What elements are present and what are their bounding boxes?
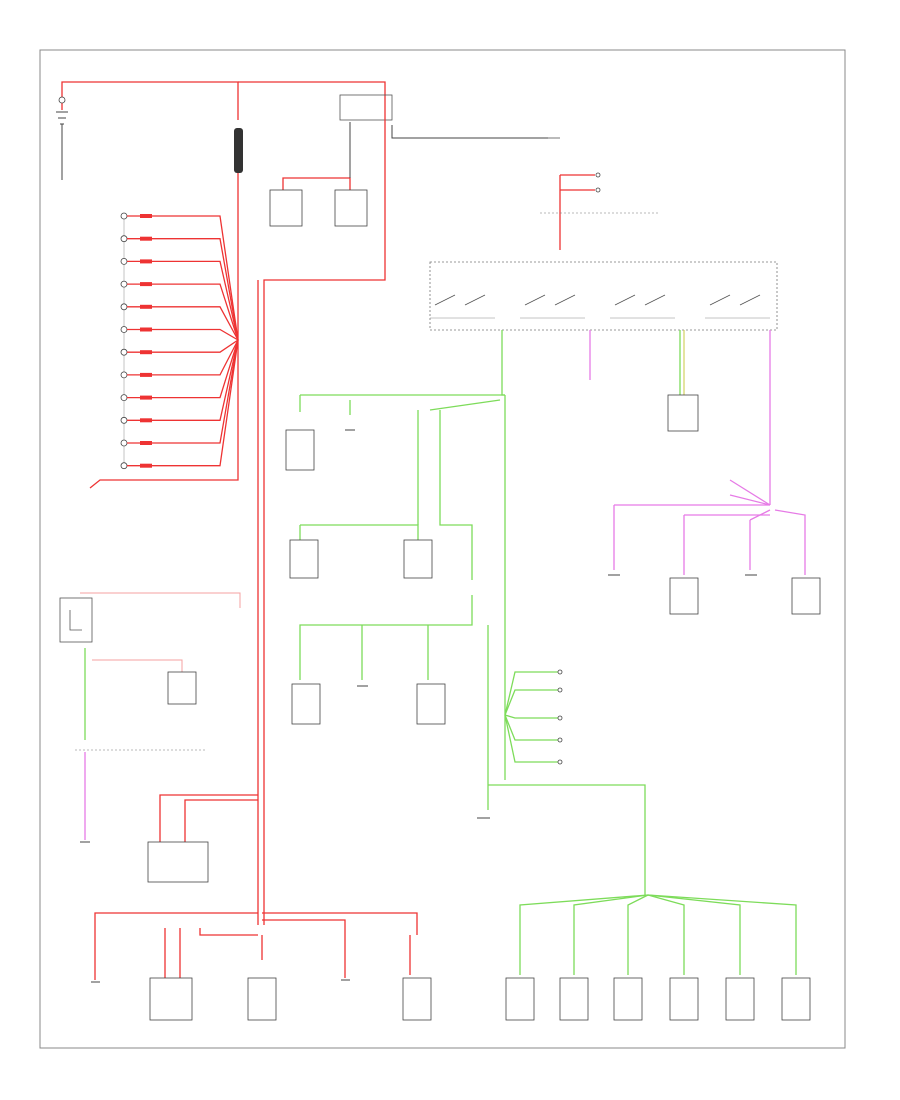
fuse-icon	[120, 303, 128, 311]
powertrain-module-b	[247, 977, 277, 1021]
wire-tag	[140, 304, 152, 309]
right-module-1	[669, 577, 699, 615]
fuse-wire	[127, 283, 239, 341]
ground-component	[725, 977, 755, 1021]
fuse-icon	[120, 212, 128, 220]
wire-tag	[140, 214, 152, 218]
fuse-wire	[127, 306, 239, 341]
right-module-2	[791, 577, 821, 615]
wire-tag	[140, 441, 152, 445]
ground-branch-wire	[519, 894, 649, 975]
ground-module-1	[285, 429, 315, 471]
ground-branch-wire	[647, 894, 741, 975]
right-module-top	[667, 394, 699, 432]
fuse-icon	[120, 371, 128, 379]
ground-branch-wire	[573, 894, 649, 975]
ground-module-4	[291, 683, 321, 725]
ignition-circuit	[589, 330, 821, 615]
relay-switch-icon	[434, 294, 456, 306]
fuse-wire	[127, 339, 239, 444]
ground-component	[559, 977, 589, 1021]
wire-tag	[140, 418, 152, 423]
ground-component	[669, 977, 699, 1021]
starter-relay-box	[339, 94, 393, 121]
diagram-frame	[39, 49, 846, 1049]
starter	[334, 189, 368, 227]
fuse-icon	[120, 348, 128, 356]
fuse-icon	[120, 326, 128, 333]
relay-switch-icon	[524, 294, 546, 306]
ground-module-5	[416, 683, 446, 725]
fuse-wire	[127, 238, 239, 341]
ground-module-2	[289, 539, 319, 579]
powertrain-module-a	[149, 977, 193, 1021]
ground-branch-wire	[647, 894, 797, 975]
wire-tag	[140, 463, 152, 468]
fuse-icon	[120, 257, 128, 265]
wire-tag	[140, 395, 152, 400]
ignition-switch-area	[429, 172, 778, 331]
fuse-wire	[127, 215, 239, 341]
ground-module-3	[403, 539, 433, 579]
fuse-icon	[120, 416, 128, 424]
generator	[269, 189, 303, 227]
wire-tag	[140, 282, 152, 287]
ground-component	[613, 977, 643, 1021]
data-link-connector	[167, 671, 197, 705]
battery-circuit	[56, 81, 560, 925]
fuse-icon	[120, 235, 128, 243]
engine-control-module	[147, 841, 209, 883]
relay-switch-icon	[614, 294, 636, 306]
fuse-wire	[127, 339, 239, 421]
wire-tag	[140, 259, 152, 264]
relay-switch-icon	[554, 294, 576, 306]
fuse-wire	[127, 339, 239, 376]
ground-network	[285, 330, 811, 1021]
wire-tag	[140, 327, 152, 332]
engine-control-red-branch	[91, 794, 432, 1021]
fuse-icon	[120, 394, 128, 402]
fuse-wire	[127, 339, 239, 399]
ground-component	[781, 977, 811, 1021]
wire-tag	[140, 236, 152, 241]
fuse-wire	[127, 339, 239, 353]
powertrain-module-c	[402, 977, 432, 1021]
relay-switch-icon	[464, 294, 486, 306]
fuse-icon	[120, 462, 128, 470]
fuel-pump-circuit	[59, 592, 241, 843]
ground-component	[505, 977, 535, 1021]
fuse-wire	[127, 260, 239, 341]
fuse-wire	[127, 339, 239, 467]
fusible-link	[234, 128, 243, 173]
ground-branch-wire	[627, 894, 649, 975]
fuse-icon	[120, 280, 128, 288]
fuse-wire	[127, 328, 239, 341]
fuel-pump-relay	[59, 597, 93, 643]
ground-branch-wire	[647, 894, 685, 975]
wire-tag	[140, 350, 152, 355]
fuse-relay-box	[429, 261, 778, 331]
fuse-fan-left	[89, 212, 239, 489]
relay-switch-icon	[644, 294, 666, 306]
relay-switch-icon	[739, 294, 761, 306]
wire-tag	[140, 372, 152, 377]
relay-switch-icon	[709, 294, 731, 306]
fuse-icon	[120, 439, 128, 447]
